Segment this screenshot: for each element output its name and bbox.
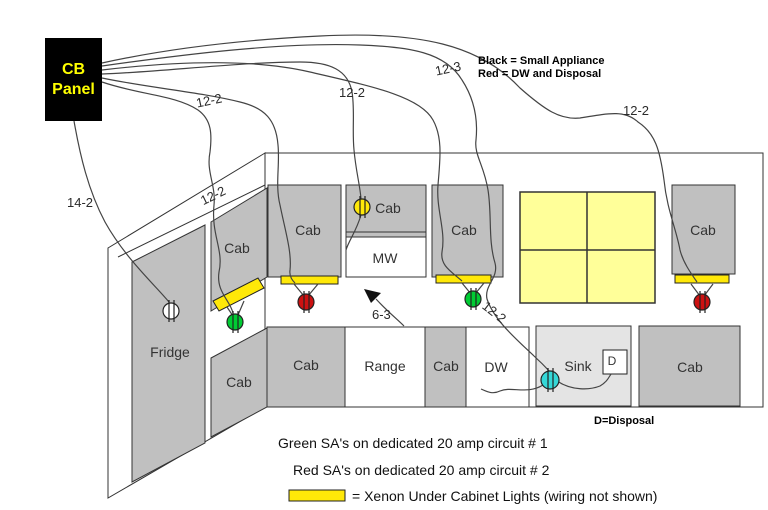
microwave-box <box>345 236 427 278</box>
cabinet-base-3 <box>638 325 741 407</box>
cabinet-base-1-label: Cab <box>293 357 319 373</box>
fridge-label: Fridge <box>150 344 190 360</box>
cb-panel-line1: CB <box>61 60 86 78</box>
sink-label: Sink <box>564 358 592 374</box>
cabinet-upper-3-label: Cab <box>690 222 716 238</box>
wire-sink <box>101 43 553 375</box>
note-xenon-lights: = Xenon Under Cabinet Lights (wiring not… <box>352 488 658 504</box>
cabinet-upper-1 <box>267 184 342 278</box>
wire-color-legend: Black = Small Appliance Red = DW and Dis… <box>478 55 604 81</box>
fridge-box <box>131 224 206 483</box>
outlet-green-2 <box>464 288 482 310</box>
disposal-box <box>602 349 628 375</box>
note-green-circuit: Green SA's on dedicated 20 amp circuit #… <box>278 435 548 451</box>
wire-microwave-tail <box>345 214 362 251</box>
legend-black-line: Black = Small Appliance <box>478 55 605 67</box>
cb-panel: CB Panel <box>45 38 102 121</box>
cb-panel-line2: Panel <box>52 80 95 98</box>
note-red-circuit: Red SA's on dedicated 20 amp circuit # 2 <box>293 462 550 478</box>
wires <box>73 34 714 394</box>
wire-label-12-2-right: 12-2 <box>623 103 650 118</box>
disposal-box-label: D <box>607 354 617 368</box>
wire-label-6-3: 6-3 <box>372 307 391 322</box>
wire-fridge <box>73 120 170 303</box>
range-box <box>344 326 426 408</box>
wire-microwave <box>101 61 362 200</box>
microwave-label: MW <box>372 250 398 266</box>
wire-red-3 <box>101 34 698 283</box>
wire-red-1 <box>101 77 296 284</box>
outlet-red-3 <box>693 291 711 313</box>
outlet-sink <box>540 368 560 392</box>
cabinet-upper-3 <box>671 184 736 275</box>
under-cabinet-light-2 <box>435 274 492 284</box>
outlets <box>162 196 711 392</box>
legend-red-line: Red = DW and Disposal <box>478 68 602 80</box>
under-cabinet-light-left <box>212 277 265 312</box>
xenon-legend-swatch <box>288 489 346 502</box>
range-arrow-head <box>364 289 381 303</box>
outlet-fridge <box>162 300 180 322</box>
left-wall-soffit-line <box>117 184 266 258</box>
cabinet-base-3-label: Cab <box>677 359 703 375</box>
range-label: Range <box>364 358 406 374</box>
cabinet-left-lower-label: Cab <box>226 374 252 390</box>
outlet-microwave <box>353 196 371 218</box>
outlet-red-1 <box>297 291 315 313</box>
wire-sink-to-dishwasher <box>480 384 544 394</box>
under-cabinet-light-3 <box>674 274 730 284</box>
wire-range-arrow-tail <box>375 298 405 327</box>
dishwasher-label: DW <box>484 359 508 375</box>
cabinet-base-2-label: Cab <box>433 358 459 374</box>
cabinet-upper-2-label: Cab <box>451 222 477 238</box>
cabinet-left-upper-label: Cab <box>224 240 250 256</box>
outlet-green-1 <box>226 311 244 333</box>
wire-sink-to-disposal <box>556 373 612 390</box>
wire-green-2 <box>101 62 463 282</box>
hanger-red-1 <box>293 283 319 297</box>
wire-left-green <box>101 81 234 314</box>
dishwasher-box <box>465 326 530 408</box>
under-cabinet-light-1 <box>280 275 339 285</box>
wire-label-14-2: 14-2 <box>67 195 94 210</box>
microwave-shelf-strip <box>345 231 427 238</box>
cabinet-above-microwave-label: Cab <box>375 200 401 216</box>
cabinet-upper-1-label: Cab <box>295 222 321 238</box>
wire-label-12-2-microwave: 12-2 <box>339 85 366 100</box>
disposal-note: D=Disposal <box>594 415 655 427</box>
